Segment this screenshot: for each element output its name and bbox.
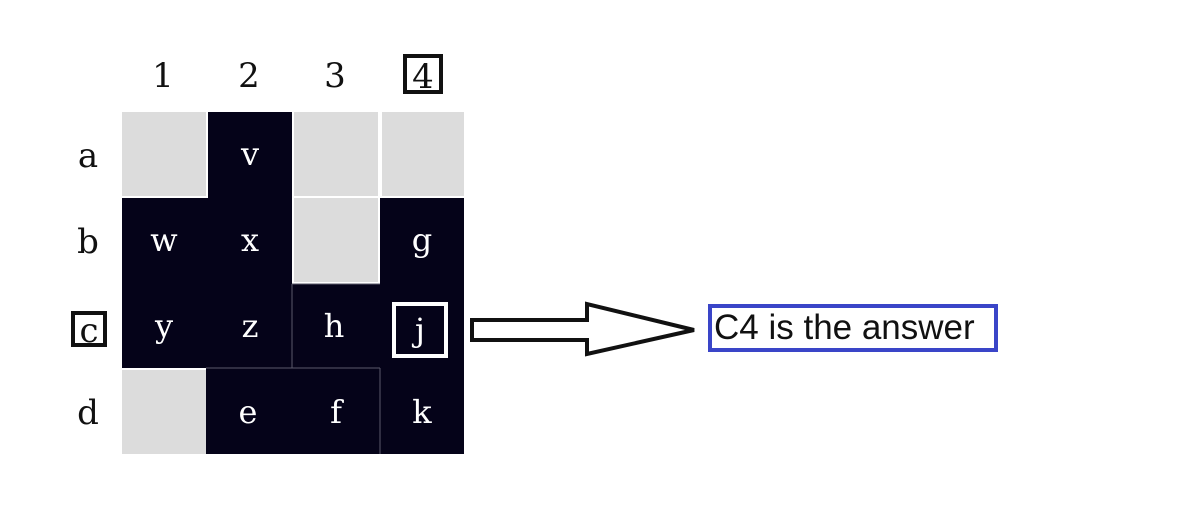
arrow-right-icon (470, 301, 695, 357)
column-label-4-highlighted: 4 (403, 54, 443, 96)
row-label-d: d (77, 393, 99, 433)
cell-c2: z (241, 307, 259, 345)
cell-a1-empty (122, 112, 206, 196)
row-label-a: a (77, 136, 99, 176)
cell-d2: e (238, 393, 258, 431)
column-label-3: 3 (324, 56, 346, 96)
cell-d4: k (412, 393, 432, 431)
region-hef (206, 284, 380, 454)
cell-d1-empty (122, 370, 206, 454)
cell-c3: h (323, 307, 345, 345)
cell-b1: w (150, 221, 178, 259)
answer-cell-highlight (392, 302, 448, 358)
row-label-b: b (77, 222, 99, 262)
cell-c1: y (154, 307, 174, 345)
cell-a2: v (240, 135, 260, 173)
answer-label: C4 is the answer (708, 304, 998, 352)
row-label-c-highlighted: c (71, 311, 107, 348)
cell-b4: g (411, 221, 433, 259)
column-label-1: 1 (152, 56, 174, 96)
region-vwxyz (122, 112, 292, 368)
cell-c4: j (415, 311, 425, 349)
cell-b2: x (240, 221, 260, 259)
cell-d3: f (330, 393, 342, 431)
column-label-2: 2 (238, 56, 260, 96)
cell-a3-empty (294, 112, 378, 196)
cell-a4-empty (382, 112, 464, 196)
cell-b3-empty (294, 198, 378, 282)
